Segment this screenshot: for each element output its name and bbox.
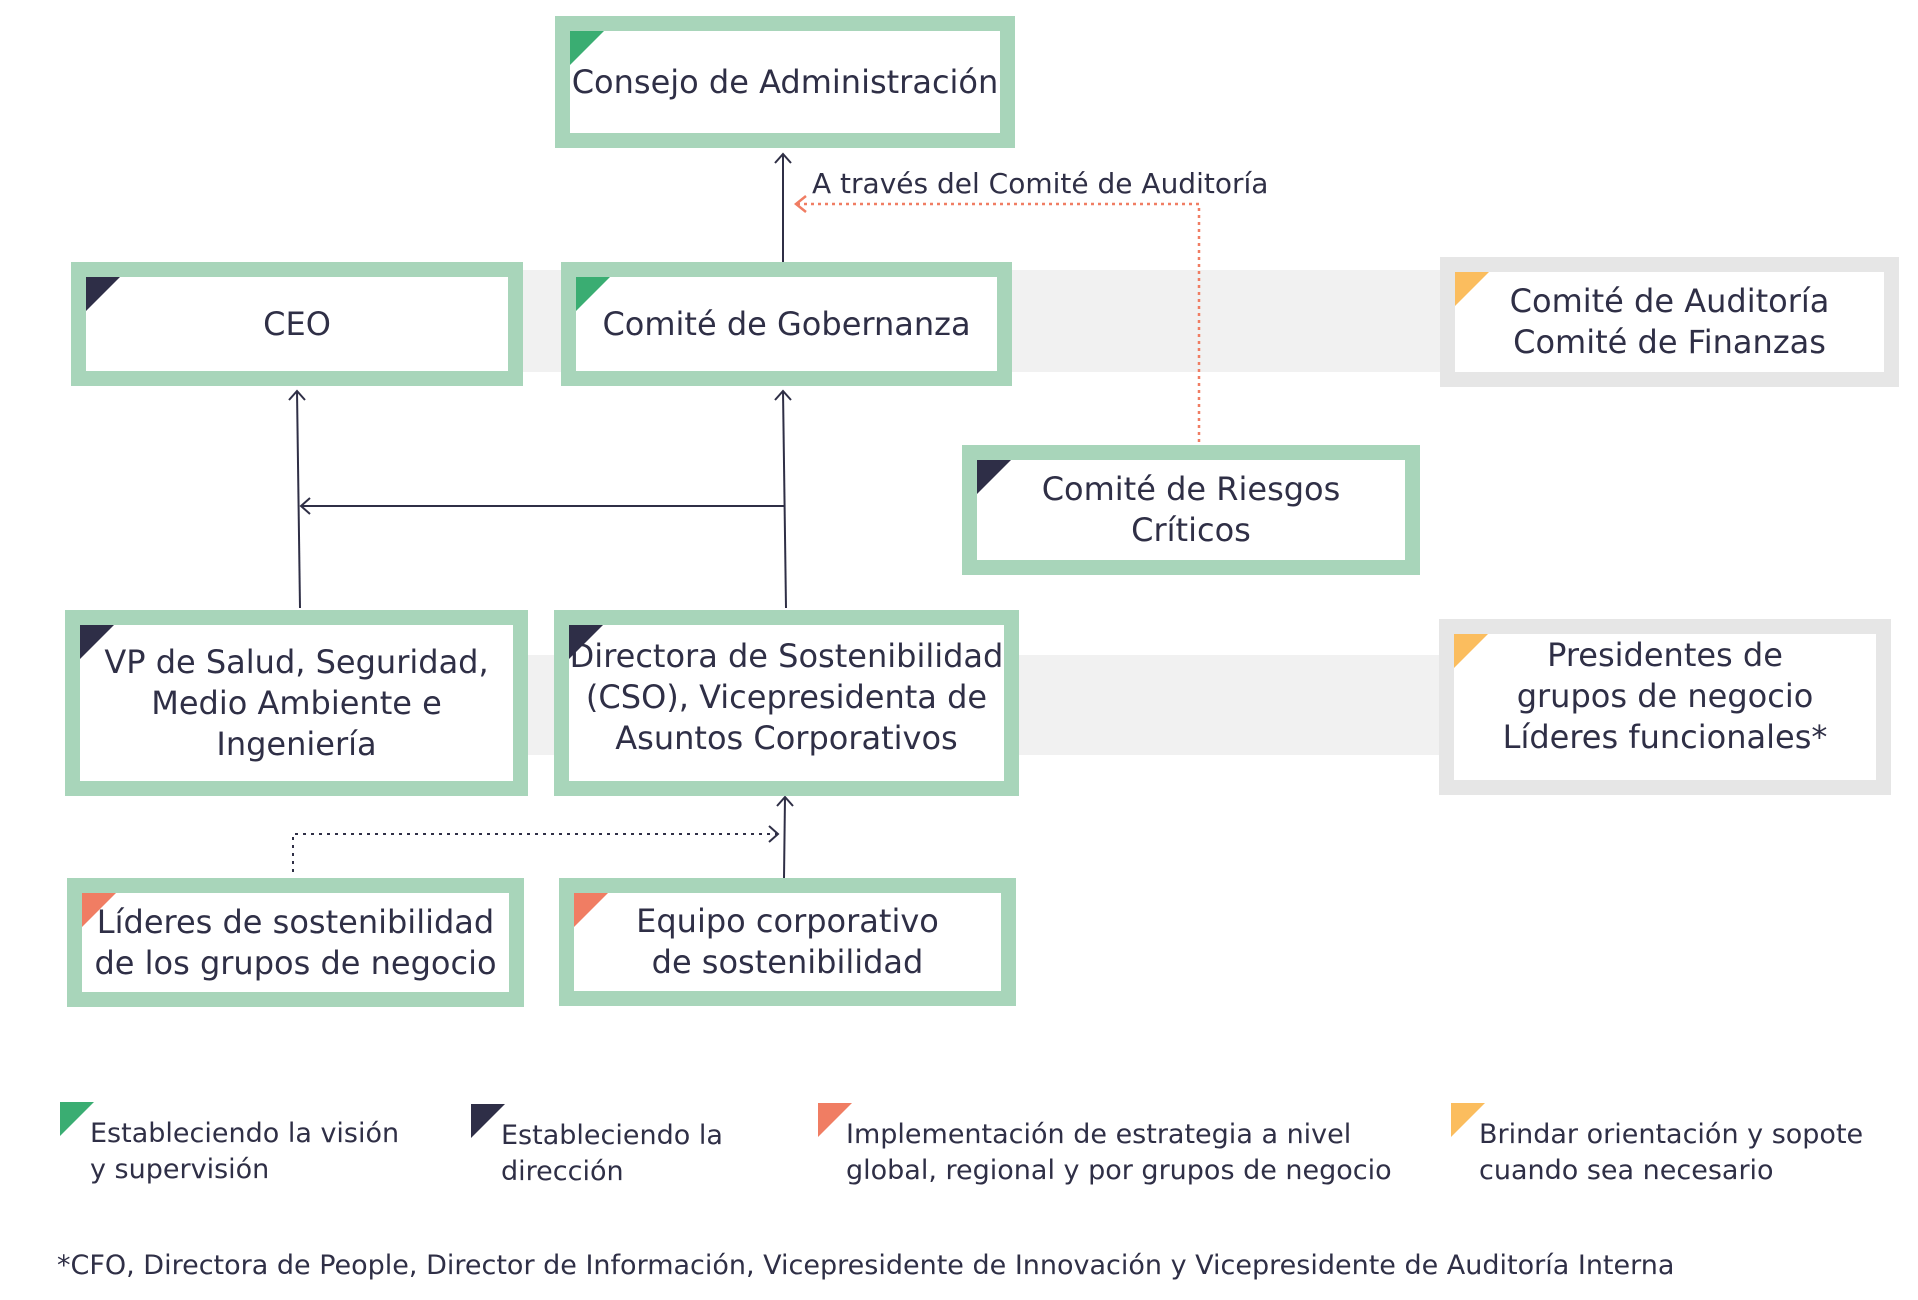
riesgos-to-consejo-arrowhead	[793, 195, 807, 213]
navy-flag-icon	[977, 460, 1011, 494]
lideres-line-1: Líderes de sostenibilidad	[96, 902, 495, 941]
equipo-line-2: de sostenibilidad	[651, 943, 924, 981]
yellow-flag-icon	[1455, 272, 1489, 306]
legend-label: Estableciendo la	[501, 1120, 723, 1151]
green-flag-icon	[60, 1102, 94, 1136]
cso-line-1: Directora de Sostenibilidad	[569, 636, 1004, 675]
equipo-to-cso-arrowhead	[776, 795, 794, 807]
gobernanza-label: Comité de Gobernanza	[602, 304, 971, 343]
green-flag-icon	[576, 277, 610, 311]
coral-flag-icon	[818, 1103, 852, 1137]
cso-to-gobernanza-line	[782, 390, 787, 609]
riesgos-label: Comité de Riesgos Críticos	[1041, 470, 1341, 549]
finanzas-label: Comité de Finanzas	[1513, 323, 1826, 361]
presidentes-line-2: grupos de negocio	[1516, 676, 1814, 715]
lideres-to-cso-arrowhead	[768, 825, 780, 843]
cso-to-gobernanza-arrowhead	[774, 389, 792, 401]
yellow-flag-icon	[1451, 1103, 1485, 1137]
legend-label: global, regional y por grupos de negocio	[846, 1155, 1392, 1186]
navy-flag-icon	[80, 625, 114, 659]
gobernanza-to-consejo-arrowhead	[774, 152, 792, 164]
cso-line-2: (CSO), Vicepresidenta de	[585, 677, 988, 716]
legend-label: Implementación de estrategia a nivel	[846, 1119, 1352, 1150]
consejo-box: Consejo de Administración	[555, 16, 1015, 148]
auditoria-label: Comité de Auditoría	[1509, 282, 1830, 320]
cso-box: Directora de Sostenibilidad (CSO), Vicep…	[554, 610, 1019, 796]
navy-flag-icon	[86, 277, 120, 311]
audit-committee-annotation: A través del Comité de Auditoría	[812, 167, 1269, 200]
ceo-box: CEO	[71, 262, 523, 386]
vp-to-ceo-arrowhead	[288, 389, 306, 401]
presidentes-line-1: Presidentes de	[1547, 635, 1783, 674]
auditoria-finanzas-box: Comité de Auditoría Comité de Finanzas	[1440, 257, 1899, 387]
legend-item-implementacion: Implementación de estrategia a nivel glo…	[818, 1103, 1392, 1186]
legend-label: cuando sea necesario	[1479, 1155, 1774, 1186]
legend-item-orientacion: Brindar orientación y sopote cuando sea …	[1451, 1103, 1871, 1186]
legend-label: y supervisión	[90, 1154, 270, 1185]
vp-salud-line-1: VP de Salud, Seguridad,	[104, 642, 489, 681]
presidentes-box: Presidentes de grupos de negocio Líderes…	[1439, 619, 1891, 795]
lideres-to-cso-dotted-line	[292, 833, 778, 872]
vp-to-ceo-line	[296, 390, 301, 609]
legend-label: Estableciendo la visión	[90, 1118, 400, 1149]
cso-line-3: Asuntos Corporativos	[615, 718, 958, 757]
navy-flag-icon	[569, 625, 603, 659]
presidentes-line-3: Líderes funcionales*	[1502, 717, 1828, 756]
lideres-box: Líderes de sostenibilidad de los grupos …	[67, 878, 524, 1007]
footnote: *CFO, Directora de People, Director de I…	[57, 1250, 1675, 1281]
navy-flag-icon	[471, 1104, 505, 1138]
legend-label: dirección	[501, 1156, 624, 1187]
equipo-line-1: Equipo corporativo	[636, 902, 939, 940]
green-flag-icon	[570, 31, 604, 65]
legend-label: Brindar orientación y sopote	[1479, 1119, 1864, 1150]
consejo-label: Consejo de Administración	[571, 62, 999, 101]
riesgos-box: Comité de Riesgos Críticos	[962, 445, 1420, 575]
vp-salud-line-2: Medio Ambiente e	[151, 683, 442, 722]
coral-flag-icon	[574, 893, 608, 927]
vp-salud-box: VP de Salud, Seguridad, Medio Ambiente e…	[65, 610, 528, 796]
coral-flag-icon	[82, 893, 116, 927]
gobernanza-box: Comité de Gobernanza	[561, 262, 1012, 386]
cso-to-ceo-arrowhead	[299, 497, 311, 515]
equipo-to-cso-line	[783, 796, 786, 879]
legend-item-vision: Estableciendo la visión y supervisión	[60, 1102, 400, 1185]
riesgos-to-consejo-dotted-line	[796, 202, 1201, 442]
yellow-flag-icon	[1454, 634, 1488, 668]
legend-item-direccion: Estableciendo la dirección	[471, 1104, 771, 1187]
lideres-line-2: de los grupos de negocio	[94, 943, 497, 982]
equipo-box: Equipo corporativo de sostenibilidad	[559, 878, 1016, 1006]
vp-salud-line-3: Ingeniería	[216, 724, 377, 763]
ceo-label: CEO	[263, 304, 331, 343]
